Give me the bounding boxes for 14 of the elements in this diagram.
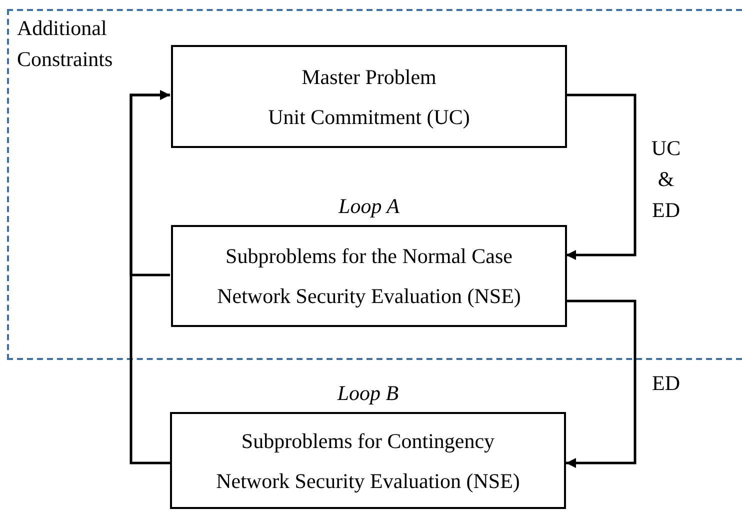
- connector-arrow: [130, 90, 170, 464]
- box-text: Unit Commitment (UC): [268, 104, 470, 130]
- box-text: Subproblems for the Normal Case: [226, 243, 512, 269]
- box-text: Subproblems for Contingency: [241, 428, 495, 454]
- process-box: [171, 45, 567, 148]
- box-text: Network Security Evaluation (NSE): [217, 283, 521, 309]
- region-label: Additional Constraints: [17, 15, 114, 73]
- box-text: Network Security Evaluation (NSE): [216, 468, 520, 494]
- connector-arrow: [566, 300, 636, 468]
- dashed-region: [7, 9, 742, 360]
- box-text: Master Problem: [302, 64, 436, 90]
- loop-label: Loop A: [338, 193, 400, 219]
- connector-arrow: [566, 94, 636, 260]
- loop-label: Loop B: [337, 380, 399, 406]
